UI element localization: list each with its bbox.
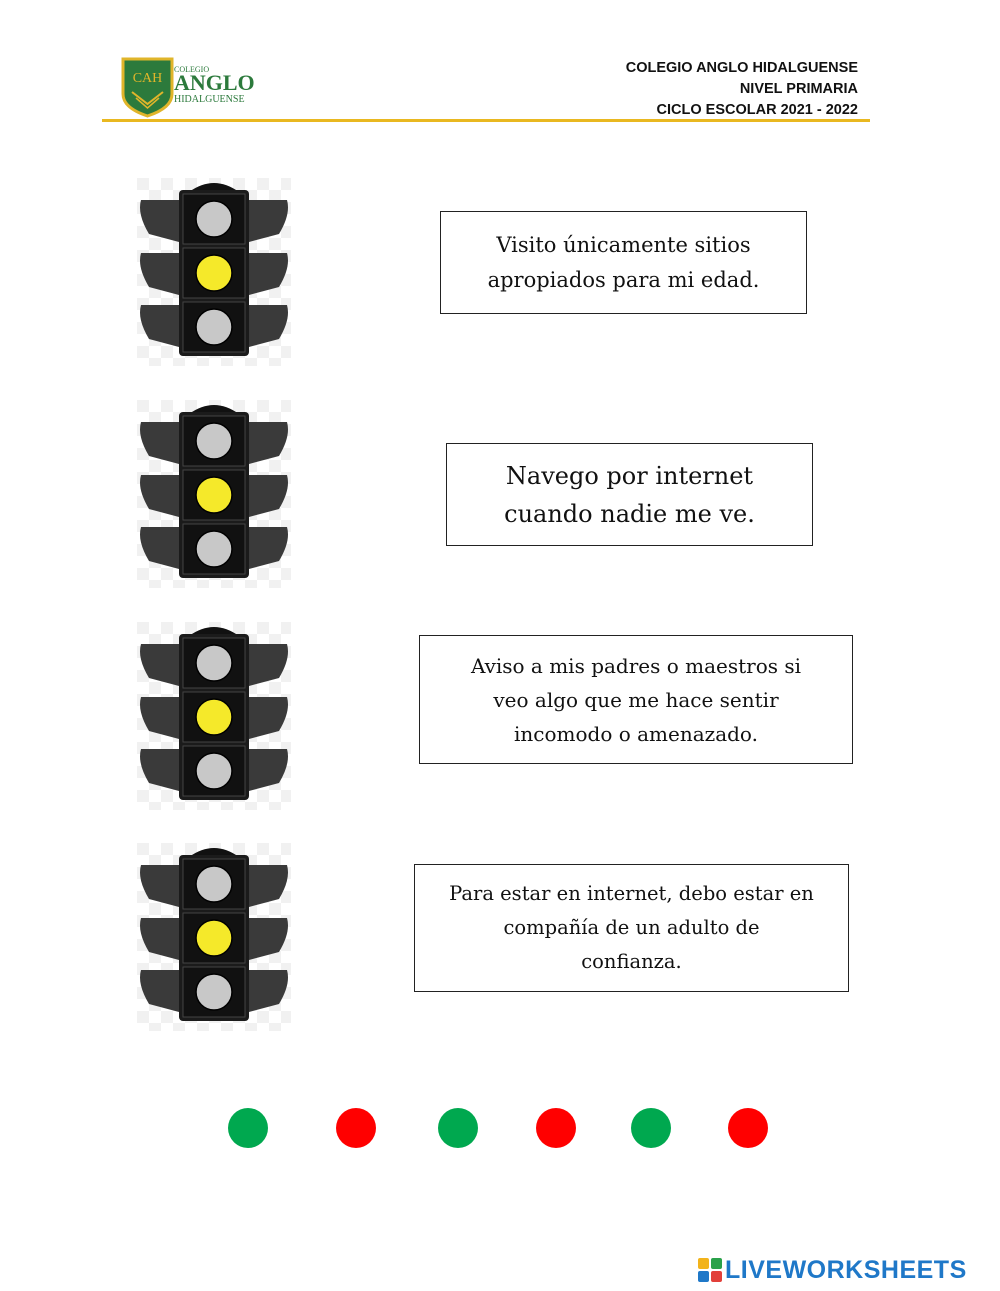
lit-lamp <box>195 254 233 292</box>
brand-text: LIVEWORKSHEETS <box>725 1255 967 1284</box>
lit-lamp <box>195 919 233 957</box>
svg-text:ANGLO: ANGLO <box>174 70 255 95</box>
school-name: COLEGIO ANGLO HIDALGUENSE <box>625 60 858 76</box>
svg-text:HIDALGUENSE: HIDALGUENSE <box>174 94 245 105</box>
green-answer-dot[interactable] <box>631 1108 671 1148</box>
red-answer-dot[interactable] <box>336 1108 376 1148</box>
unlit-lamp <box>195 308 233 346</box>
svg-text:COLEGIO: COLEGIO <box>174 65 209 74</box>
statement-line: veo algo que me hace sentir <box>493 687 779 712</box>
statement-line: Aviso a mis padres o maestros si <box>470 653 802 678</box>
statement-line: cuando nadie me ve. <box>504 499 755 528</box>
statement-box: Para estar en internet, debo estar en co… <box>414 864 849 992</box>
statement-line: apropiados para mi edad. <box>487 267 760 292</box>
statement-line: Visito únicamente sitios <box>496 232 751 257</box>
unlit-lamp <box>195 973 233 1011</box>
red-answer-dot[interactable] <box>728 1108 768 1148</box>
lit-lamp <box>195 698 233 736</box>
unlit-lamp <box>195 752 233 790</box>
traffic-light-icon <box>137 178 291 366</box>
school-year: CICLO ESCOLAR 2021 - 2022 <box>656 102 858 118</box>
unlit-lamp <box>195 422 233 460</box>
traffic-light-icon <box>137 400 291 588</box>
unlit-lamp <box>195 644 233 682</box>
liveworksheets-logo-icon <box>698 1258 722 1282</box>
statement-line: incomodo o amenazado. <box>514 721 758 746</box>
unlit-lamp <box>195 530 233 568</box>
school-logo: CAH COLEGIO ANGLO HIDALGUENSE <box>120 56 270 118</box>
statement-line: Para estar en internet, debo estar en <box>449 882 814 905</box>
lit-lamp <box>195 476 233 514</box>
statement-line: Navego por internet <box>505 461 754 490</box>
statement-box: Aviso a mis padres o maestros si veo alg… <box>419 635 853 764</box>
green-answer-dot[interactable] <box>438 1108 478 1148</box>
traffic-light-icon <box>137 622 291 810</box>
svg-text:CAH: CAH <box>133 71 163 86</box>
liveworksheets-brand[interactable]: LIVEWORKSHEETS <box>698 1255 967 1285</box>
traffic-light-icon <box>137 843 291 1031</box>
red-answer-dot[interactable] <box>536 1108 576 1148</box>
statement-box: Visito únicamente sitios apropiados para… <box>440 211 807 314</box>
green-answer-dot[interactable] <box>228 1108 268 1148</box>
school-level: NIVEL PRIMARIA <box>739 81 858 97</box>
statement-line: compañía de un adulto de <box>503 916 760 939</box>
school-header-text: COLEGIO ANGLO HIDALGUENSE NIVEL PRIMARIA… <box>626 58 858 121</box>
unlit-lamp <box>195 200 233 238</box>
unlit-lamp <box>195 865 233 903</box>
statement-box: Navego por internet cuando nadie me ve. <box>446 443 813 546</box>
statement-line: confianza. <box>581 950 682 973</box>
header-divider <box>102 119 870 122</box>
